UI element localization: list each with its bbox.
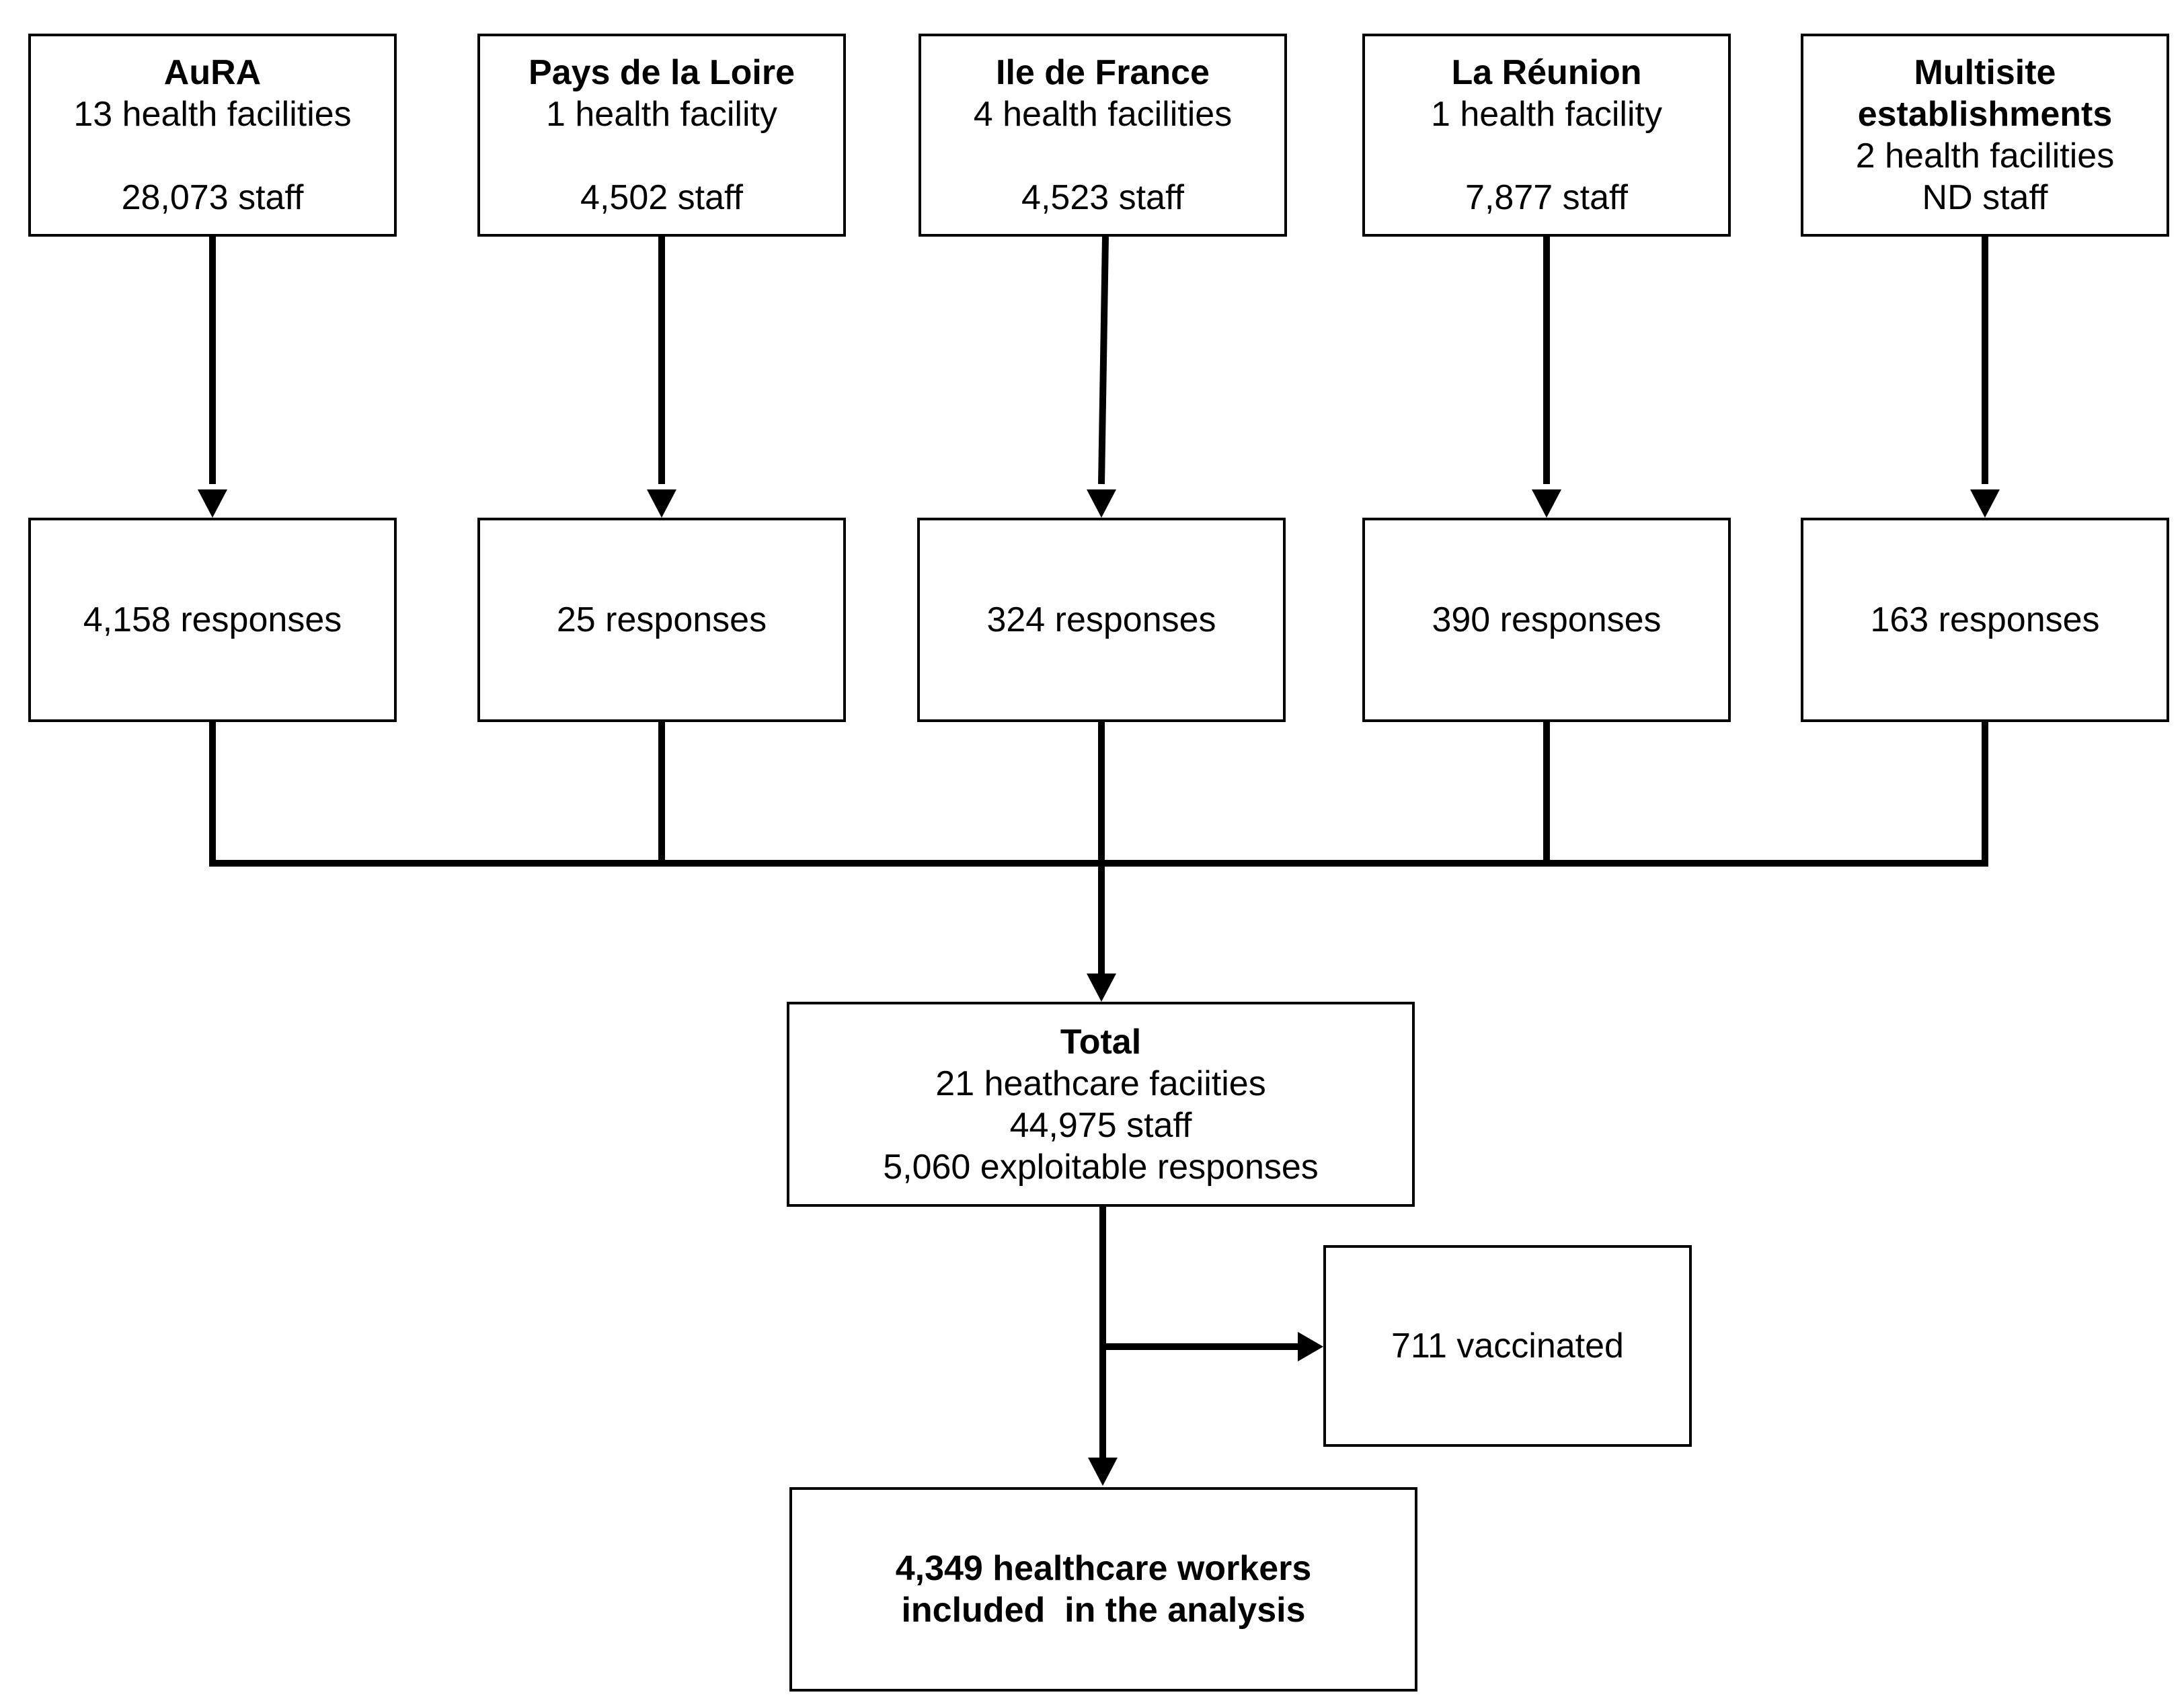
region-staff: 28,073 staff xyxy=(121,178,304,217)
responses-box-la-reunion: 390 responses xyxy=(1362,518,1731,722)
region-staff: 4,523 staff xyxy=(1021,178,1184,217)
responses-count: 390 responses xyxy=(1432,600,1662,639)
region-box-pays-de-la-loire: Pays de la Loire 1 health facility 4,502… xyxy=(477,34,846,237)
responses-box-pays-de-la-loire: 25 responses xyxy=(477,518,846,722)
region-staff: 4,502 staff xyxy=(580,178,743,217)
total-facilities: 21 heathcare faciities xyxy=(935,1064,1266,1103)
region-name: Pays de la Loire xyxy=(529,53,795,92)
region-name-line1: Multisite xyxy=(1914,53,2056,92)
total-staff: 44,975 staff xyxy=(1009,1105,1192,1145)
arrowhead-total xyxy=(1087,974,1116,1002)
final-line2: included in the analysis xyxy=(901,1591,1306,1630)
arrowhead-pays-de-la-loire xyxy=(647,489,676,518)
excluded-label: 711 vaccinated xyxy=(1391,1326,1624,1365)
responses-count: 163 responses xyxy=(1870,600,2100,639)
region-staff: 7,877 staff xyxy=(1465,178,1628,217)
responses-count: 4,158 responses xyxy=(83,600,342,639)
arrowhead-la-reunion xyxy=(1532,489,1561,518)
region-facilities: 2 health facilities xyxy=(1855,136,2115,175)
responses-box-multisite: 163 responses xyxy=(1801,518,2169,722)
region-name: AuRA xyxy=(163,53,262,92)
responses-count: 25 responses xyxy=(556,600,767,639)
region-facilities: 1 health facility xyxy=(1431,95,1662,134)
final-line1: 4,349 healthcare workers xyxy=(895,1549,1312,1588)
arrowhead-ile-de-france xyxy=(1087,489,1116,518)
total-box: Total 21 heathcare faciities 44,975 staf… xyxy=(787,1002,1415,1207)
total-title: Total xyxy=(1060,1022,1142,1062)
arrowhead-multisite xyxy=(1970,489,2000,518)
region-name: Ile de France xyxy=(996,53,1210,92)
region-facilities: 1 health facility xyxy=(546,95,777,134)
responses-count: 324 responses xyxy=(986,600,1216,639)
region-facilities: 4 health facilities xyxy=(973,95,1233,134)
arrowhead-excluded xyxy=(1298,1332,1323,1361)
final-box: 4,349 healthcare workers included in the… xyxy=(789,1487,1417,1692)
excluded-box: 711 vaccinated xyxy=(1323,1245,1692,1447)
arrow-ile-de-france xyxy=(1098,236,1109,485)
region-box-ile-de-france: Ile de France 4 health facilities 4,523 … xyxy=(919,34,1287,237)
region-staff: ND staff xyxy=(1922,178,2048,217)
region-box-multisite: Multisite establishments 2 health facili… xyxy=(1801,34,2169,237)
total-responses: 5,060 exploitable responses xyxy=(883,1147,1319,1187)
responses-box-ile-de-france: 324 responses xyxy=(917,518,1286,722)
responses-box-aura: 4,158 responses xyxy=(28,518,397,722)
region-box-la-reunion: La Réunion 1 health facility 7,877 staff xyxy=(1362,34,1731,237)
region-name-line2: establishments xyxy=(1857,95,2113,134)
region-box-aura: AuRA 13 health facilities 28,073 staff xyxy=(28,34,397,237)
region-name: La Réunion xyxy=(1451,53,1642,92)
region-facilities: 13 health facilities xyxy=(73,95,352,134)
arrowhead-final xyxy=(1088,1458,1118,1486)
arrowhead-aura xyxy=(198,489,227,518)
